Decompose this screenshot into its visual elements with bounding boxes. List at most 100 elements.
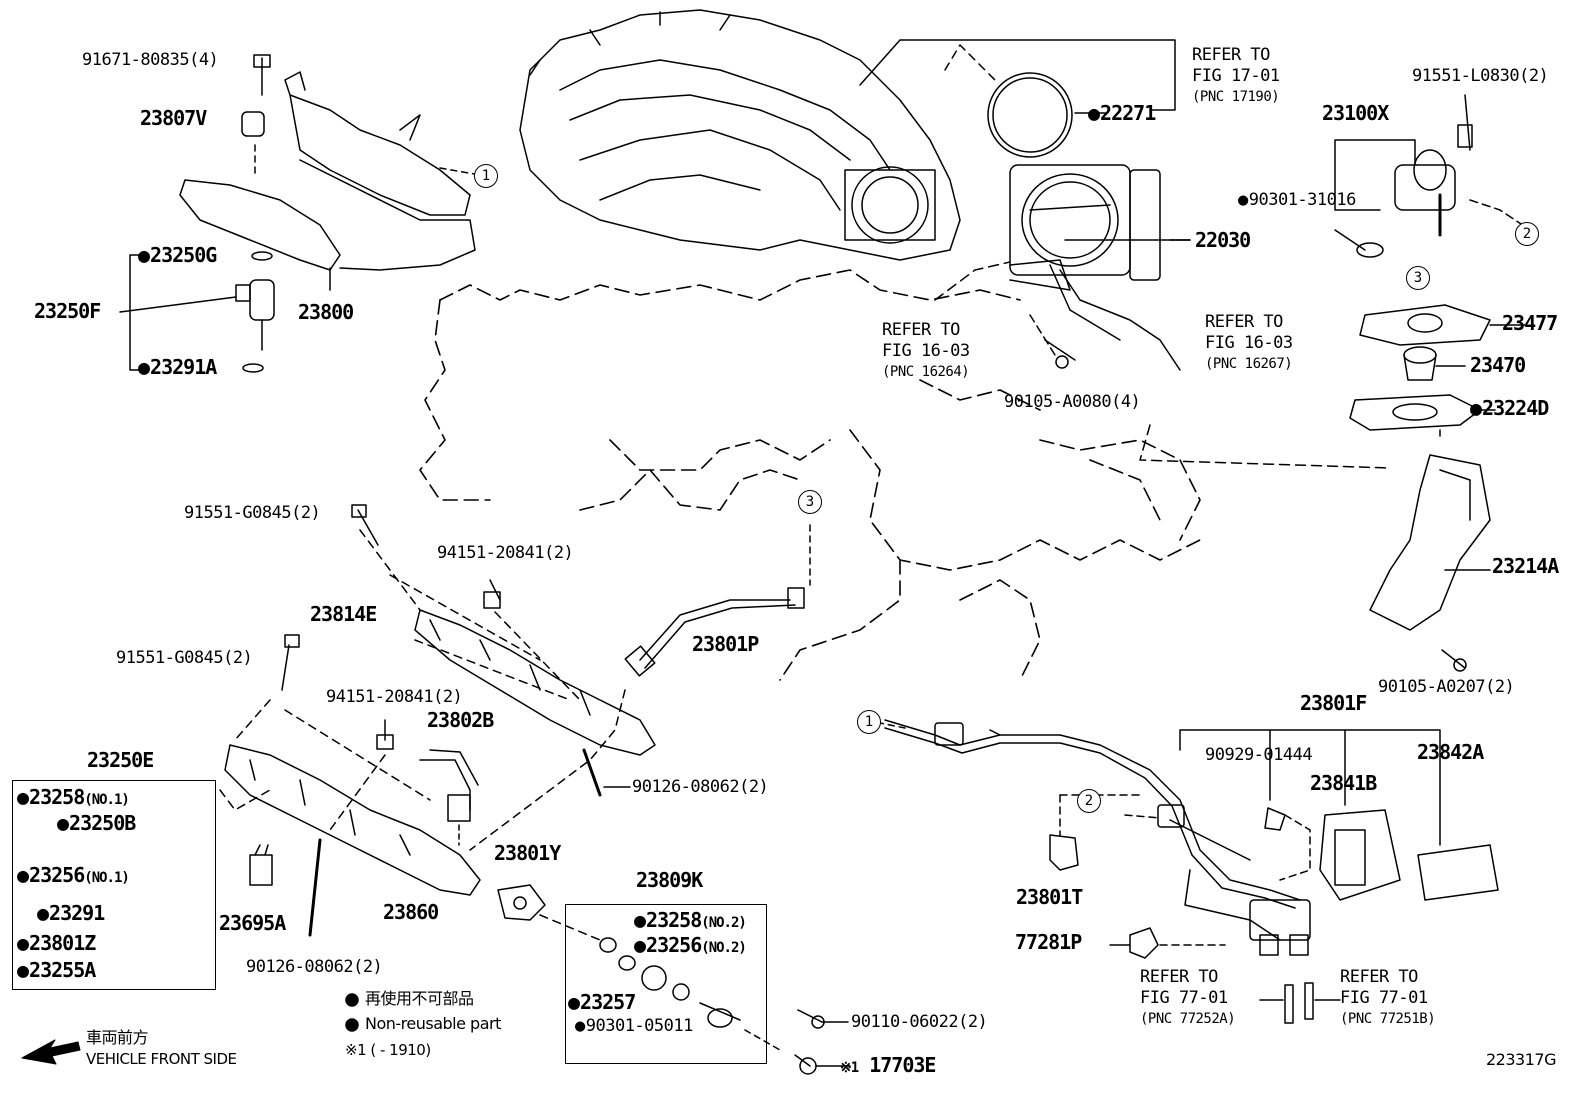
label-23841b[interactable]: 23841B — [1310, 771, 1377, 795]
refer-line1: REFER TO — [1340, 967, 1418, 987]
label-23250b[interactable]: 23250B — [57, 813, 136, 833]
part-number: 23256 — [646, 933, 702, 957]
pipe-23801p — [624, 524, 811, 677]
refer-pnc: (PNC 77251B) — [1340, 1011, 1436, 1027]
label-23250e[interactable]: 23250E — [87, 748, 154, 772]
circle-ref-1-top[interactable]: 1 — [474, 164, 498, 188]
label-23695a[interactable]: 23695A — [219, 911, 286, 935]
label-94151-20841-2[interactable]: 94151-20841(2) — [326, 687, 463, 707]
label-23807v[interactable]: 23807V — [140, 106, 207, 130]
bolt-91551-g-1 — [351, 504, 379, 546]
kit-23809k-parts — [599, 937, 781, 1051]
label-23860[interactable]: 23860 — [383, 900, 439, 924]
label-23477[interactable]: 23477 — [1502, 311, 1558, 335]
refer-line1: REFER TO — [1192, 45, 1270, 65]
clip-77281p — [1129, 927, 1159, 959]
label-23801t[interactable]: 23801T — [1016, 885, 1083, 909]
part-number: 23258 — [29, 785, 85, 809]
refer-pnc: (PNC 16267) — [1205, 356, 1293, 372]
label-17703e[interactable]: ※1 17703E — [840, 1055, 936, 1078]
label-23256-no2[interactable]: 23256(NO.2) — [634, 933, 747, 958]
refer-line2: FIG 16-03 — [882, 341, 970, 361]
label-94151-20841-1[interactable]: 94151-20841(2) — [437, 543, 574, 563]
label-90105-a0207[interactable]: 90105-A0207(2) — [1378, 677, 1515, 697]
label-91551-g0845-2[interactable]: 91551-G0845(2) — [116, 648, 253, 668]
circle-ref-3-top[interactable]: 3 — [1406, 266, 1430, 290]
label-77281p[interactable]: 77281P — [1015, 930, 1082, 954]
circle-ref-1-bottom[interactable]: 1 — [857, 710, 881, 734]
label-23809k[interactable]: 23809K — [636, 868, 703, 892]
label-23291[interactable]: 23291 — [37, 903, 105, 923]
part-suffix: (NO.1) — [84, 792, 130, 808]
label-90105-a0080[interactable]: 90105-A0080(4) — [1004, 392, 1141, 412]
label-23470[interactable]: 23470 — [1470, 353, 1526, 377]
label-23255a[interactable]: 23255A — [17, 960, 96, 980]
label-23250g[interactable]: 23250G — [138, 245, 217, 265]
refer-line2: FIG 17-01 — [1192, 66, 1280, 86]
refer-fig-77-01-b[interactable]: REFER TO FIG 77-01 (PNC 77251B) — [1340, 967, 1436, 1030]
circle-ref-3-bottom[interactable]: 3 — [798, 490, 822, 514]
refer-fig-17-01[interactable]: REFER TO FIG 17-01 (PNC 17190) — [1192, 45, 1280, 108]
legend-note: ※1 ( - 1910) — [345, 1041, 431, 1059]
label-23100x[interactable]: 23100X — [1322, 101, 1389, 125]
fuel-rail-lh — [414, 609, 656, 756]
label-90126-08062-1[interactable]: 90126-08062(2) — [632, 777, 769, 797]
throttle-body — [1009, 164, 1191, 291]
label-23258-no2[interactable]: 23258(NO.2) — [634, 910, 747, 933]
label-23801f[interactable]: 23801F — [1300, 691, 1367, 715]
label-90110-06022[interactable]: 90110-06022(2) — [851, 1012, 988, 1032]
label-90301-05011[interactable]: 90301-05011 — [575, 1016, 694, 1036]
label-23257[interactable]: 23257 — [568, 992, 636, 1012]
gasket-23801y — [497, 884, 546, 921]
label-90126-08062-2[interactable]: 90126-08062(2) — [246, 957, 383, 977]
refer-fig-77-01-a[interactable]: REFER TO FIG 77-01 (PNC 77252A) — [1140, 967, 1236, 1030]
front-jp: 車両前方 — [86, 1028, 149, 1047]
kit-23250e-box — [12, 780, 216, 990]
label-23291a[interactable]: 23291A — [138, 357, 217, 377]
kit-23809k-box — [565, 904, 767, 1064]
refer-line2: FIG 77-01 — [1340, 988, 1428, 1008]
refer-pnc: (PNC 17190) — [1192, 89, 1280, 105]
label-90929-01444[interactable]: 90929-01444 — [1205, 745, 1313, 765]
clamp-94151-2 — [376, 719, 394, 750]
clip-90929 — [1264, 807, 1286, 831]
label-23250f[interactable]: 23250F — [34, 299, 101, 323]
label-91551-g0845-1[interactable]: 91551-G0845(2) — [184, 503, 321, 523]
label-91671-80835[interactable]: 91671-80835(4) — [82, 50, 219, 70]
circle-ref-2-bottom[interactable]: 2 — [1077, 789, 1101, 813]
label-90301-31016[interactable]: 90301-31016 — [1238, 190, 1357, 210]
fuel-pump — [1334, 94, 1531, 258]
label-23224d[interactable]: 23224D — [1470, 398, 1549, 418]
bolt-91671 — [253, 54, 271, 96]
part-suffix: (NO.2) — [701, 940, 747, 956]
label-23256-no1[interactable]: 23256(NO.1) — [17, 865, 130, 888]
label-22030[interactable]: 22030 — [1195, 228, 1251, 252]
legend-jp: 再使用不可部品 — [365, 989, 474, 1008]
tube-23802b — [419, 749, 479, 822]
refer-pnc: (PNC 77252A) — [1140, 1011, 1236, 1027]
label-91551-l0830[interactable]: 91551-L0830(2) — [1412, 66, 1549, 86]
label-23258-no1[interactable]: 23258(NO.1) — [17, 785, 130, 810]
refer-fig-16-03-a[interactable]: REFER TO FIG 16-03 (PNC 16264) — [882, 320, 970, 383]
label-23842a[interactable]: 23842A — [1417, 740, 1484, 764]
label-23801z[interactable]: 23801Z — [17, 933, 96, 953]
refer-line1: REFER TO — [882, 320, 960, 340]
label-22271[interactable]: 22271 — [1088, 103, 1156, 123]
refer-fig-16-03-b[interactable]: REFER TO FIG 16-03 (PNC 16267) — [1205, 312, 1293, 375]
clamp-94151-1 — [483, 579, 501, 609]
refer-line1: REFER TO — [1140, 967, 1218, 987]
label-23214a[interactable]: 23214A — [1492, 554, 1559, 578]
circle-ref-2-top[interactable]: 2 — [1515, 222, 1539, 246]
refer-line2: FIG 16-03 — [1205, 333, 1293, 353]
legend-en: Non-reusable part — [365, 1014, 501, 1033]
injector-23250f — [235, 251, 275, 373]
label-23814e[interactable]: 23814E — [310, 602, 377, 626]
label-23801y[interactable]: 23801Y — [494, 841, 561, 865]
label-23802b[interactable]: 23802B — [427, 708, 494, 732]
label-23801p[interactable]: 23801P — [692, 632, 759, 656]
label-23800[interactable]: 23800 — [298, 300, 354, 324]
insulator-23477 — [1359, 304, 1526, 346]
hose-stubs — [1284, 982, 1314, 1024]
refer-line1: REFER TO — [1205, 312, 1283, 332]
